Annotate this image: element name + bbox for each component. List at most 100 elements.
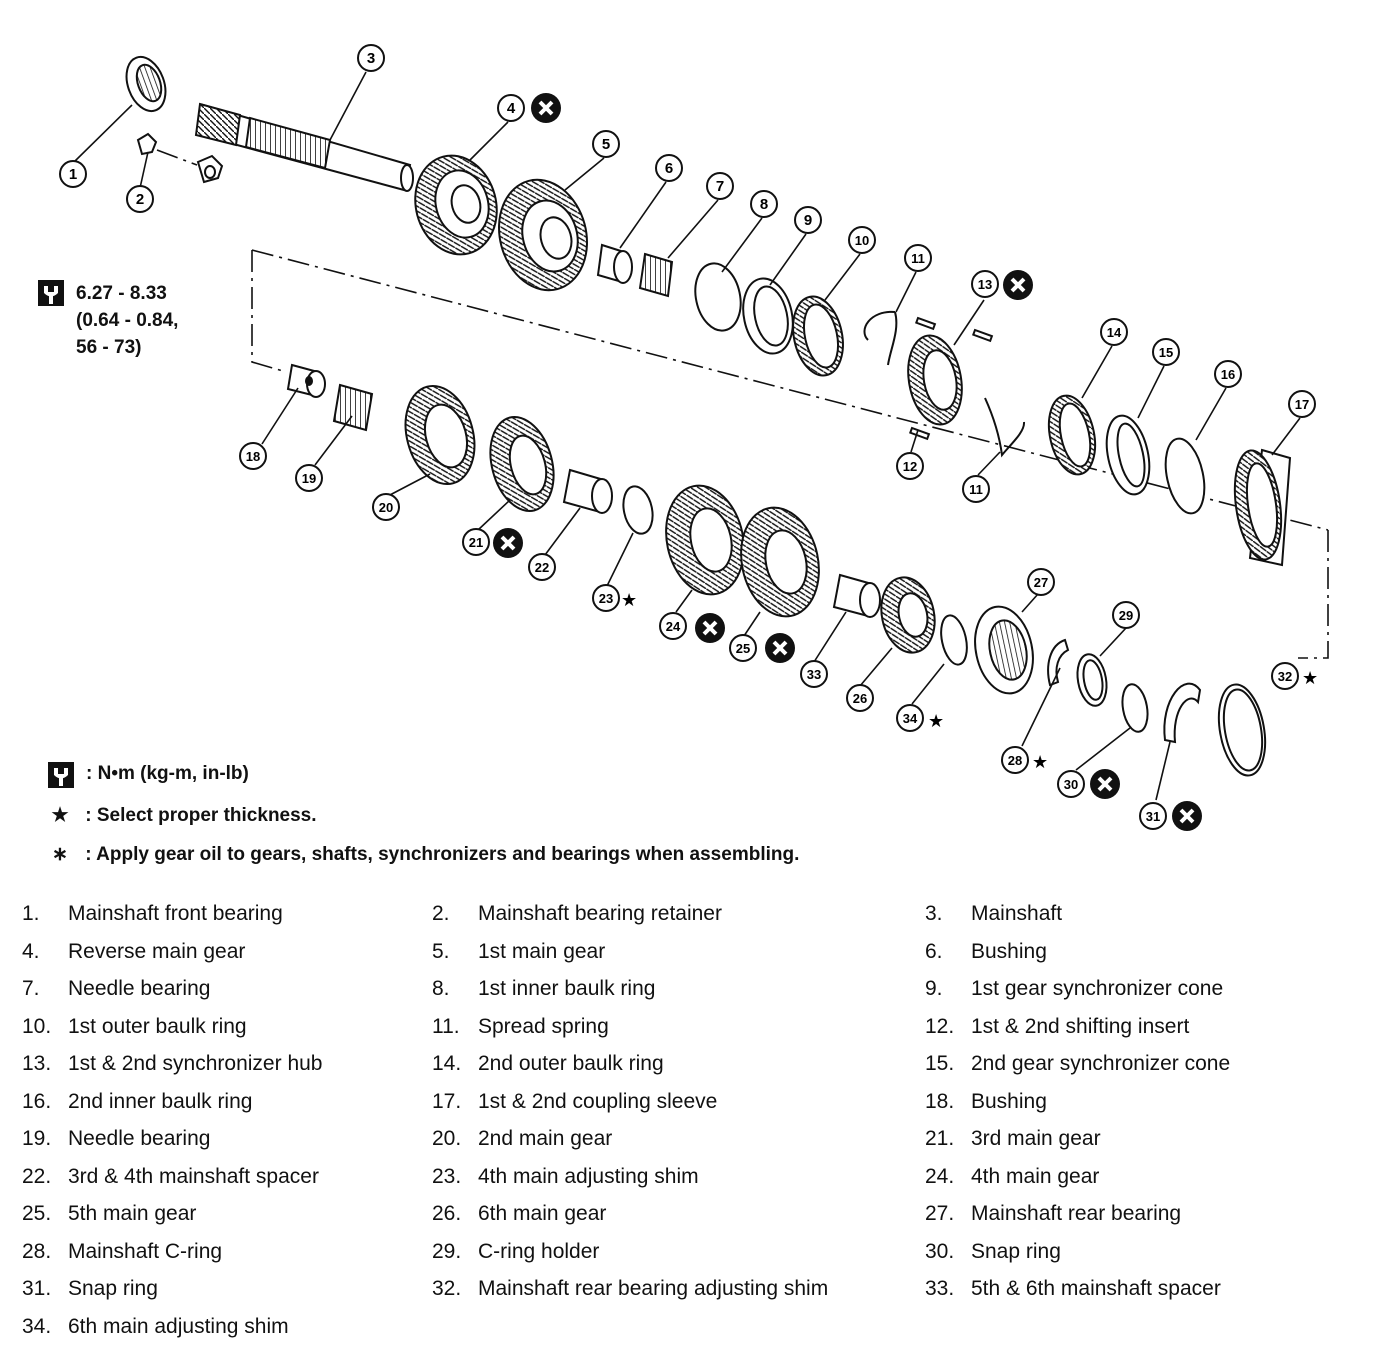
parts-list-item: 30.Snap ring xyxy=(925,1240,1061,1264)
callout-34: 34 xyxy=(896,704,924,732)
parts-list-item: 8.1st inner baulk ring xyxy=(432,977,655,1001)
part-name: C-ring holder xyxy=(478,1239,600,1263)
parts-list-item: 16.2nd inner baulk ring xyxy=(22,1090,252,1114)
6th-main-adjusting-shim xyxy=(940,614,968,666)
svg-text:2: 2 xyxy=(136,191,144,208)
part-number: 4. xyxy=(22,939,40,963)
part-number: 20. xyxy=(432,1127,462,1150)
1st-outer-baulk-ring xyxy=(792,295,844,377)
part-number: 18. xyxy=(925,1089,955,1113)
callout-9: 9 xyxy=(794,206,822,234)
part-number: 25. xyxy=(22,1202,52,1225)
svg-text:19: 19 xyxy=(302,471,316,486)
assembly-axis-lines xyxy=(156,149,1329,659)
parts-list-item: 27.Mainshaft rear bearing xyxy=(925,1202,1181,1226)
parts-list-item: 20. 2nd main gear xyxy=(432,1127,612,1151)
callout-20: 20 xyxy=(372,493,400,521)
5th-6th-mainshaft-spacer xyxy=(832,573,881,618)
callout-27: 27 xyxy=(1027,568,1055,596)
parts-list-item: 14.2nd outer baulk ring xyxy=(432,1052,664,1076)
c-ring-holder xyxy=(1076,653,1108,707)
part-name: Snap ring xyxy=(68,1277,158,1300)
mainshaft-bearing-retainer xyxy=(136,132,224,184)
callout-21: 21 xyxy=(462,528,490,556)
parts-list-item: 24.4th main gear xyxy=(925,1165,1099,1189)
svg-text:29: 29 xyxy=(1119,608,1133,623)
part-name: Reverse main gear xyxy=(68,939,246,963)
part-number: 6. xyxy=(925,939,943,963)
mainshaft-rear-bearing-adjusting-shim xyxy=(1217,683,1267,777)
svg-text:24: 24 xyxy=(666,619,681,634)
do-not-reuse-icon xyxy=(765,633,795,663)
parts-list-item: 17.1st & 2nd coupling sleeve xyxy=(432,1090,717,1114)
part-number: 17. xyxy=(432,1089,462,1113)
parts-list-item: 25. 5th main gear xyxy=(22,1202,196,1226)
part-name: Mainshaft bearing retainer xyxy=(478,902,722,925)
callout-3: 3 xyxy=(357,44,385,72)
do-not-reuse-icon xyxy=(531,93,561,123)
part-name: Bushing xyxy=(971,1089,1047,1113)
torque-spec-line1: 6.27 - 8.33 xyxy=(76,283,167,304)
callout-28: 28 xyxy=(1001,746,1029,774)
callout-32: 32 xyxy=(1271,662,1299,690)
exploded-parts-diagram: 1 2 3 4 5 6 7 8 9 10 11 11 12 13 14 15 1… xyxy=(38,44,1329,831)
svg-text:7: 7 xyxy=(716,178,724,195)
callout-6: 6 xyxy=(655,154,683,182)
2nd-inner-baulk-ring xyxy=(1164,437,1206,515)
part-number: 31. xyxy=(22,1277,52,1300)
4th-main-adjusting-shim xyxy=(622,485,654,535)
part-number: 19. xyxy=(22,1127,52,1150)
2nd-outer-baulk-ring xyxy=(1047,394,1097,476)
part-name: 2nd outer baulk ring xyxy=(478,1052,664,1075)
parts-list-item: 1. Mainshaft front bearing xyxy=(22,902,283,926)
reverse-main-gear xyxy=(414,154,498,256)
star-icon: ★ xyxy=(928,711,944,732)
part-name: 2nd inner baulk ring xyxy=(68,1089,253,1113)
5th-main-gear xyxy=(740,506,820,618)
svg-text:33: 33 xyxy=(807,667,821,682)
do-not-reuse-icon xyxy=(1090,769,1120,799)
callout-10: 10 xyxy=(848,226,876,254)
svg-text:23: 23 xyxy=(599,591,613,606)
svg-text:13: 13 xyxy=(978,277,992,292)
callout-14: 14 xyxy=(1100,318,1128,346)
part-number: 1. xyxy=(22,902,40,925)
part-name: Needle bearing xyxy=(68,1127,211,1150)
torque-spec-line3: 56 - 73) xyxy=(76,337,142,358)
part-name: Mainshaft rear bearing adjusting shim xyxy=(478,1277,829,1300)
callouts: 1 2 3 4 5 6 7 8 9 10 11 11 12 13 14 15 1… xyxy=(59,44,1316,830)
bushing-18 xyxy=(286,363,326,398)
callout-5: 5 xyxy=(592,130,620,158)
part-name: 6th main gear xyxy=(478,1202,607,1225)
snap-ring-31 xyxy=(1163,682,1202,744)
svg-text:17: 17 xyxy=(1295,397,1309,412)
part-name: 2nd main gear xyxy=(478,1127,613,1150)
parts-list-item: 31. Snap ring xyxy=(22,1277,158,1301)
part-name: 3rd & 4th mainshaft spacer xyxy=(68,1164,319,1188)
part-name: 1st outer baulk ring xyxy=(68,1014,247,1038)
do-not-reuse-icon xyxy=(695,613,725,643)
parts-list-item: 4. Reverse main gear xyxy=(22,940,245,964)
leader-lines xyxy=(73,71,1301,801)
legend-gear-oil-text: : Apply gear oil to gears, shafts, synch… xyxy=(85,844,800,865)
svg-text:10: 10 xyxy=(855,233,869,248)
mainshaft-front-bearing xyxy=(125,55,167,113)
svg-text:15: 15 xyxy=(1159,345,1173,360)
svg-text:9: 9 xyxy=(804,212,812,229)
part-name: 1st & 2nd synchronizer hub xyxy=(68,1052,323,1075)
callout-7: 7 xyxy=(706,172,734,200)
parts-list-item: 2.Mainshaft bearing retainer xyxy=(432,902,722,926)
svg-text:3: 3 xyxy=(367,50,375,67)
part-name: Mainshaft front bearing xyxy=(68,902,283,925)
part-name: Bushing xyxy=(971,939,1047,963)
shifting-insert xyxy=(909,316,994,441)
part-name: 1st main gear xyxy=(478,939,606,963)
1st-2nd-synchronizer-hub xyxy=(907,334,963,426)
parts-list-item: 6. Bushing xyxy=(925,940,1047,964)
part-number: 13. xyxy=(22,1052,52,1075)
callout-19: 19 xyxy=(295,464,323,492)
parts-list-item: 13. 1st & 2nd synchronizer hub xyxy=(22,1052,322,1076)
star-icon: ★ xyxy=(1302,668,1318,689)
1st-2nd-coupling-sleeve xyxy=(1233,448,1292,567)
part-name: 5th main gear xyxy=(68,1202,197,1225)
